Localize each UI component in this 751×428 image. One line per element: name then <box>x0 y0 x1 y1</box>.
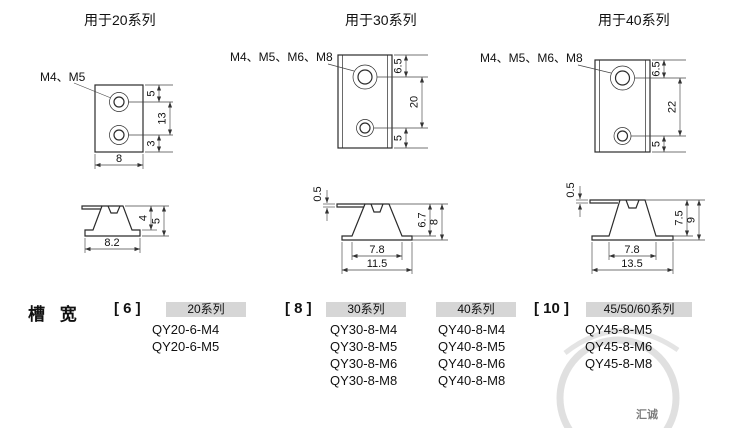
top-view-20-dims: 5 13 3 8 <box>94 84 173 169</box>
dim-label: 7.5 <box>674 210 686 225</box>
dim-label: 4 <box>138 215 150 221</box>
series-badge-20: 20系列 <box>166 302 246 317</box>
drawing-40-series: M4、M5、M6、M8 6.5 22 5 0.5 <box>480 51 705 274</box>
slot-width-value-6: [ 6 ] <box>114 300 141 317</box>
dim-label: 8 <box>116 153 122 165</box>
dim-label: 6.7 <box>417 212 429 227</box>
dim-label: 6.5 <box>393 58 405 73</box>
side-view-20-outline <box>81 205 141 237</box>
dim-label: 13.5 <box>621 258 642 270</box>
top-view-40-outline: M4、M5、M6、M8 <box>480 51 651 153</box>
side-view-30-dims: 0.5 6.7 8 7.8 11.5 <box>312 186 448 274</box>
dim-label: 6.5 <box>651 61 663 76</box>
side-view-40-dims: 0.5 7.5 9 7.8 13.5 <box>565 182 705 274</box>
section-title-30: 用于30系列 <box>345 12 417 28</box>
part-list-45: QY45-8-M5 QY45-8-M6 QY45-8-M8 <box>585 321 652 372</box>
part-list-30: QY30-8-M4 QY30-8-M5 QY30-8-M6 QY30-8-M8 <box>330 321 397 389</box>
part-number: QY40-8-M6 <box>438 356 506 371</box>
thread-label-30: M4、M5、M6、M8 <box>230 50 333 64</box>
dim-label: 7.8 <box>624 244 639 256</box>
series-badge-30: 30系列 <box>326 302 406 317</box>
dim-label: 3 <box>146 140 158 146</box>
dim-label: 5 <box>146 90 158 96</box>
top-view-30-dims: 6.5 20 5 <box>374 54 428 149</box>
dim-label: 11.5 <box>367 258 388 270</box>
side-view-40-outline <box>589 199 674 241</box>
section-title-40: 用于40系列 <box>598 12 670 28</box>
drawing-20-series: M4、M5 5 13 3 8 4 <box>40 70 173 253</box>
side-view-20-dims: 4 5 8.2 <box>84 205 169 253</box>
part-number: QY45-8-M8 <box>585 356 653 371</box>
series-badge-45-50-60: 45/50/60系列 <box>586 302 692 317</box>
side-view-30-outline <box>336 203 413 241</box>
part-list-40: QY40-8-M4 QY40-8-M5 QY40-8-M6 QY40-8-M8 <box>438 321 505 389</box>
dim-label: 8 <box>429 219 441 225</box>
dim-label: 22 <box>667 101 679 113</box>
dim-label: 8.2 <box>104 237 119 249</box>
part-number: QY30-8-M8 <box>330 373 398 388</box>
slot-width-label: 槽 宽 <box>28 305 82 324</box>
part-number: QY30-8-M6 <box>330 356 398 371</box>
thread-label-20: M4、M5 <box>40 70 86 84</box>
dim-label: 5 <box>651 141 663 147</box>
top-view-30-outline: M4、M5、M6、M8 <box>230 50 393 149</box>
thread-label-40: M4、M5、M6、M8 <box>480 51 583 65</box>
part-list-20: QY20-6-M4 QY20-6-M5 <box>152 321 219 355</box>
top-view-40-dims: 6.5 22 5 <box>631 59 686 153</box>
dim-label: 0.5 <box>565 182 577 197</box>
dim-label: 13 <box>157 112 169 124</box>
part-number: QY20-6-M5 <box>152 339 220 354</box>
part-number: QY40-8-M4 <box>438 322 506 337</box>
dim-label: 9 <box>686 217 698 223</box>
part-number: QY45-8-M5 <box>585 322 653 337</box>
section-title-20: 用于20系列 <box>84 12 156 28</box>
part-number: QY30-8-M5 <box>330 339 398 354</box>
part-number: QY45-8-M6 <box>585 339 653 354</box>
slot-width-value-10: [ 10 ] <box>534 300 570 317</box>
part-number: QY30-8-M4 <box>330 322 398 337</box>
series-badge-40: 40系列 <box>436 302 516 317</box>
part-number: QY40-8-M8 <box>438 373 506 388</box>
slot-width-value-8: [ 8 ] <box>285 300 312 317</box>
drawing-30-series: M4、M5、M6、M8 6.5 20 5 0.5 <box>230 50 448 274</box>
dim-label: 0.5 <box>312 186 324 201</box>
dim-label: 20 <box>409 96 421 108</box>
watermark-text: 汇诚 <box>636 407 658 421</box>
dim-label: 5 <box>151 218 163 224</box>
dim-label: 5 <box>393 135 405 141</box>
top-view-20-outline: M4、M5 <box>40 70 144 153</box>
part-number: QY20-6-M4 <box>152 322 220 337</box>
part-number: QY40-8-M5 <box>438 339 506 354</box>
dim-label: 7.8 <box>369 244 384 256</box>
